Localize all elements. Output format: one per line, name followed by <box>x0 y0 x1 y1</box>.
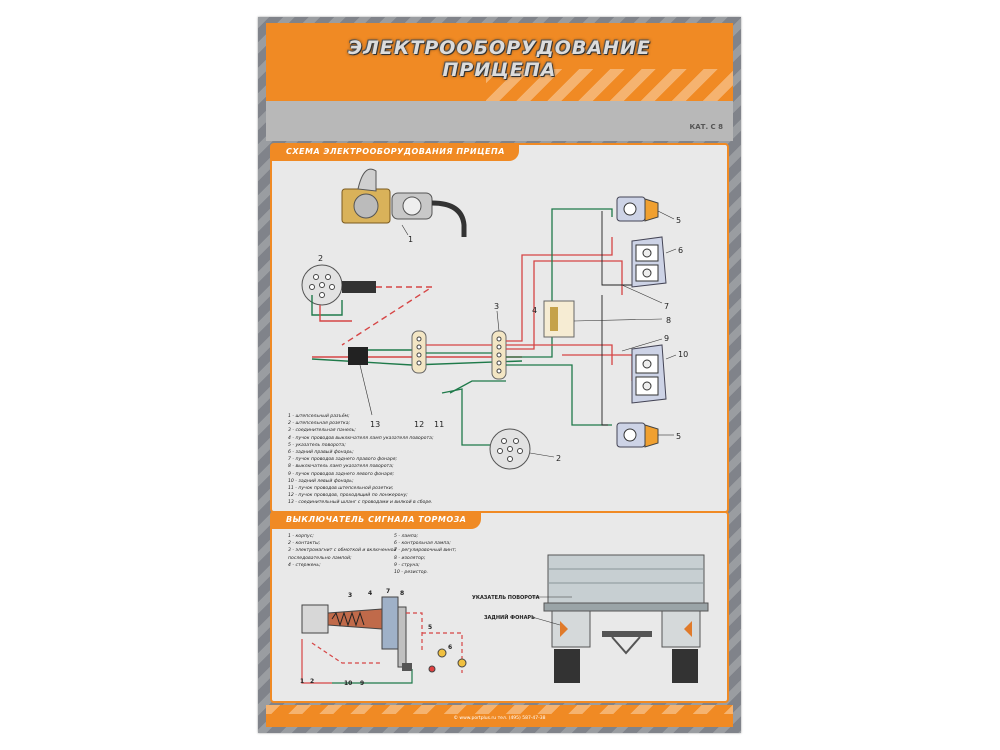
callout-7: 7 <box>664 302 669 311</box>
legend-item: 6 - контрольная лампа; <box>394 541 451 547</box>
diagram-number-10: 10 <box>344 680 352 687</box>
callout-9: 9 <box>664 334 669 343</box>
callout-8: 8 <box>666 316 671 325</box>
legend-item: 7 - регулировочный винт; <box>394 548 457 554</box>
diagram-number-2: 2 <box>310 678 314 685</box>
callout-13: 13 <box>370 420 380 429</box>
scheme-legend: 1 - штепсельный разъём; 2 - штепсельная … <box>288 413 434 507</box>
brake-switch-panel: ВЫКЛЮЧАТЕЛЬ СИГНАЛА ТОРМОЗА 1 - корпус; … <box>270 511 729 703</box>
diagram-number-8: 8 <box>400 590 404 597</box>
footer-text: © www.portplus.ru тел. (495) 587-47-38 <box>453 716 546 721</box>
callout-12: 12 <box>414 420 424 429</box>
callout-2-top: 2 <box>318 254 323 263</box>
legend-item: 2 - контакты; <box>288 541 321 547</box>
legend-item: 4 - пучок проводов выключателя ламп указ… <box>288 435 434 441</box>
footer-stripes <box>266 705 733 714</box>
diagram-number-7: 7 <box>386 588 390 595</box>
brake-legend-left: 1 - корпус; 2 - контакты; 3 - электромаг… <box>288 533 396 569</box>
poster-footer: © www.portplus.ru тел. (495) 587-47-38 <box>266 705 733 727</box>
truck-rear-icon <box>543 554 709 683</box>
diagram-number-1: 1 <box>300 678 304 685</box>
legend-item: 1 - штепсельный разъём; <box>288 414 350 419</box>
callout-5-top: 5 <box>676 216 681 225</box>
scheme-panel: СХЕМА ЭЛЕКТРООБОРУДОВАНИЯ ПРИЦЕПА 1 <box>270 143 729 513</box>
turn-signal-lamp-icon <box>616 422 659 448</box>
rear-right-lamp-icon <box>631 236 667 288</box>
legend-item: последовательно лампой; <box>288 555 352 561</box>
callout-3: 3 <box>494 302 499 311</box>
diagram-number-9: 9 <box>360 680 364 687</box>
legend-item: 4 - стержень; <box>288 562 321 568</box>
poster-title-line2: ПРИЦЕПА <box>442 59 557 81</box>
socket-icon <box>301 264 376 306</box>
legend-item: 5 - указатель поворота; <box>288 442 346 448</box>
legend-item: 10 - резистор. <box>394 570 428 576</box>
turn-signal-lamp-icon <box>616 196 659 222</box>
legend-item: 5 - лампа; <box>394 534 419 539</box>
truck-label-turn-signal: УКАЗАТЕЛЬ ПОВОРОТА <box>472 595 540 601</box>
diagram-number-3: 3 <box>348 592 352 599</box>
header-band <box>266 101 733 141</box>
rear-left-lamp-icon <box>631 344 667 404</box>
plug-connector-icon <box>341 168 467 237</box>
legend-item: 6 - задний правый фонарь; <box>288 450 354 456</box>
legend-item: 12 - пучок проводов, проходящий по лонже… <box>288 493 408 499</box>
callout-6: 6 <box>678 246 683 255</box>
diagram-number-6: 6 <box>448 644 452 651</box>
legend-item: 8 - выключатель ламп указателя поворота; <box>288 464 394 470</box>
callout-10: 10 <box>678 350 688 359</box>
legend-item: 13 - соединительный шланг с проводами и … <box>288 500 433 506</box>
legend-item: 7 - пучок проводов заднего правого фонар… <box>288 457 398 463</box>
legend-item: 8 - изолятор; <box>394 555 426 561</box>
legend-item: 11 - пучок проводов штепсельной розетки; <box>288 486 394 492</box>
legend-item: 9 - пучок проводов заднего левого фонаря… <box>288 471 395 477</box>
poster: ЭЛЕКТРООБОРУДОВАНИЕ ПРИЦЕПА КАТ. С 8 СХЕ… <box>258 17 741 733</box>
poster-title-line1: ЭЛЕКТРООБОРУДОВАНИЕ <box>348 37 651 59</box>
header-stripes <box>486 69 733 105</box>
brake-panel-title: ВЫКЛЮЧАТЕЛЬ СИГНАЛА ТОРМОЗА <box>272 513 481 529</box>
wiring-diagram: 1 2 13 12 11 <box>301 168 688 470</box>
poster-header: ЭЛЕКТРООБОРУДОВАНИЕ ПРИЦЕПА КАТ. С 8 <box>266 23 733 141</box>
legend-item: 3 - соединительная панель; <box>288 428 356 434</box>
legend-item: 10 - задний левый фонарь; <box>288 478 354 484</box>
diagram-number-5: 5 <box>428 624 432 631</box>
legend-item: 9 - струна; <box>394 562 420 568</box>
scheme-panel-title: СХЕМА ЭЛЕКТРООБОРУДОВАНИЯ ПРИЦЕПА <box>272 145 519 161</box>
socket-icon <box>489 428 531 470</box>
diagram-number-4: 4 <box>368 590 372 597</box>
brake-switch-diagram: 1 2 3 4 5 6 7 8 9 10 <box>300 554 709 687</box>
legend-item: 3 - электромагнит с обмоткой и включенно… <box>288 548 397 554</box>
brake-legend-right: 5 - лампа; 6 - контрольная лампа; 7 - ре… <box>394 533 456 576</box>
truck-label-rear-light: ЗАДНИЙ ФОНАРЬ <box>484 613 535 621</box>
callout-5-bottom: 5 <box>676 432 681 441</box>
callout-2-bottom: 2 <box>556 454 561 463</box>
callout-4: 4 <box>532 306 537 315</box>
catalog-code: КАТ. С 8 <box>689 123 723 131</box>
callout-11: 11 <box>434 420 444 429</box>
callout-1: 1 <box>408 235 413 244</box>
legend-item: 1 - корпус; <box>288 534 314 539</box>
legend-item: 2 - штепсельная розетка; <box>288 421 351 427</box>
